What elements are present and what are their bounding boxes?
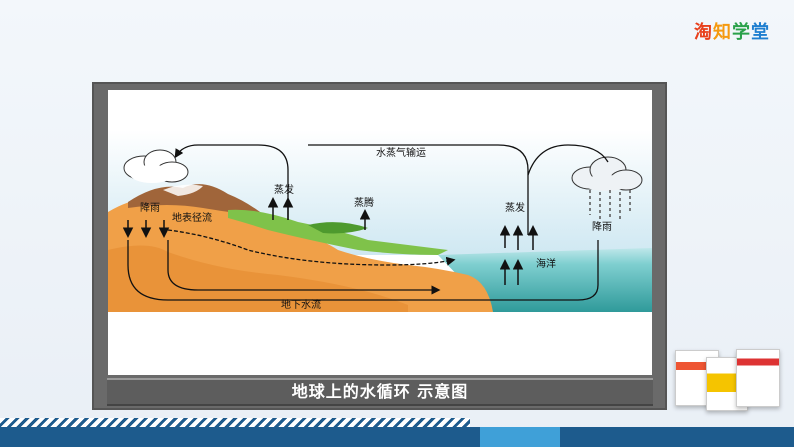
- label-vapor-transport: 水蒸气输运: [376, 146, 426, 159]
- diagram-frame: 水蒸气输运 蒸发 蒸腾 蒸发 降雨 降雨 地表径流 海洋 地下水流 地球上的水循…: [92, 82, 667, 410]
- groundwater-loop: [127, 240, 599, 301]
- groundwater-flow: [167, 240, 441, 295]
- label-evaporation-right: 蒸发: [505, 201, 525, 214]
- label-precipitation-right: 降雨: [592, 220, 612, 233]
- mountain: [128, 184, 268, 218]
- vapor-path-center: [308, 144, 529, 235]
- label-surface-runoff: 地表径流: [172, 211, 212, 224]
- rain-cloud-icon: [571, 156, 643, 222]
- label-ocean: 海洋: [536, 257, 556, 270]
- brand-char: 知: [713, 22, 732, 43]
- label-evaporation-left: 蒸发: [274, 183, 294, 196]
- trees: [308, 222, 368, 234]
- vapor-path-right: [527, 144, 609, 176]
- water-cycle-diagram: 水蒸气输运 蒸发 蒸腾 蒸发 降雨 降雨 地表径流 海洋 地下水流: [108, 130, 652, 312]
- cloud-icon: [123, 149, 189, 183]
- bottom-band: [0, 427, 794, 447]
- vapor-path-left: [174, 144, 289, 220]
- label-groundwater-flow: 地下水流: [281, 298, 321, 311]
- diagram-caption: 地球上的水循环 示意图: [107, 378, 653, 406]
- brand-char: 堂: [751, 22, 770, 43]
- snow-cap: [163, 184, 203, 196]
- book-cover: [736, 349, 780, 407]
- surface-runoff-path: [167, 229, 456, 266]
- brand-char: 学: [732, 22, 751, 43]
- decorative-hatch: [0, 418, 470, 427]
- brand-char: 淘: [694, 22, 713, 43]
- diagram-panel: 水蒸气输运 蒸发 蒸腾 蒸发 降雨 降雨 地表径流 海洋 地下水流: [108, 90, 652, 375]
- label-transpiration: 蒸腾: [354, 196, 374, 209]
- label-precipitation-left: 降雨: [140, 201, 160, 214]
- land-shade: [108, 245, 408, 312]
- brand-logo: 淘知学堂: [694, 18, 770, 44]
